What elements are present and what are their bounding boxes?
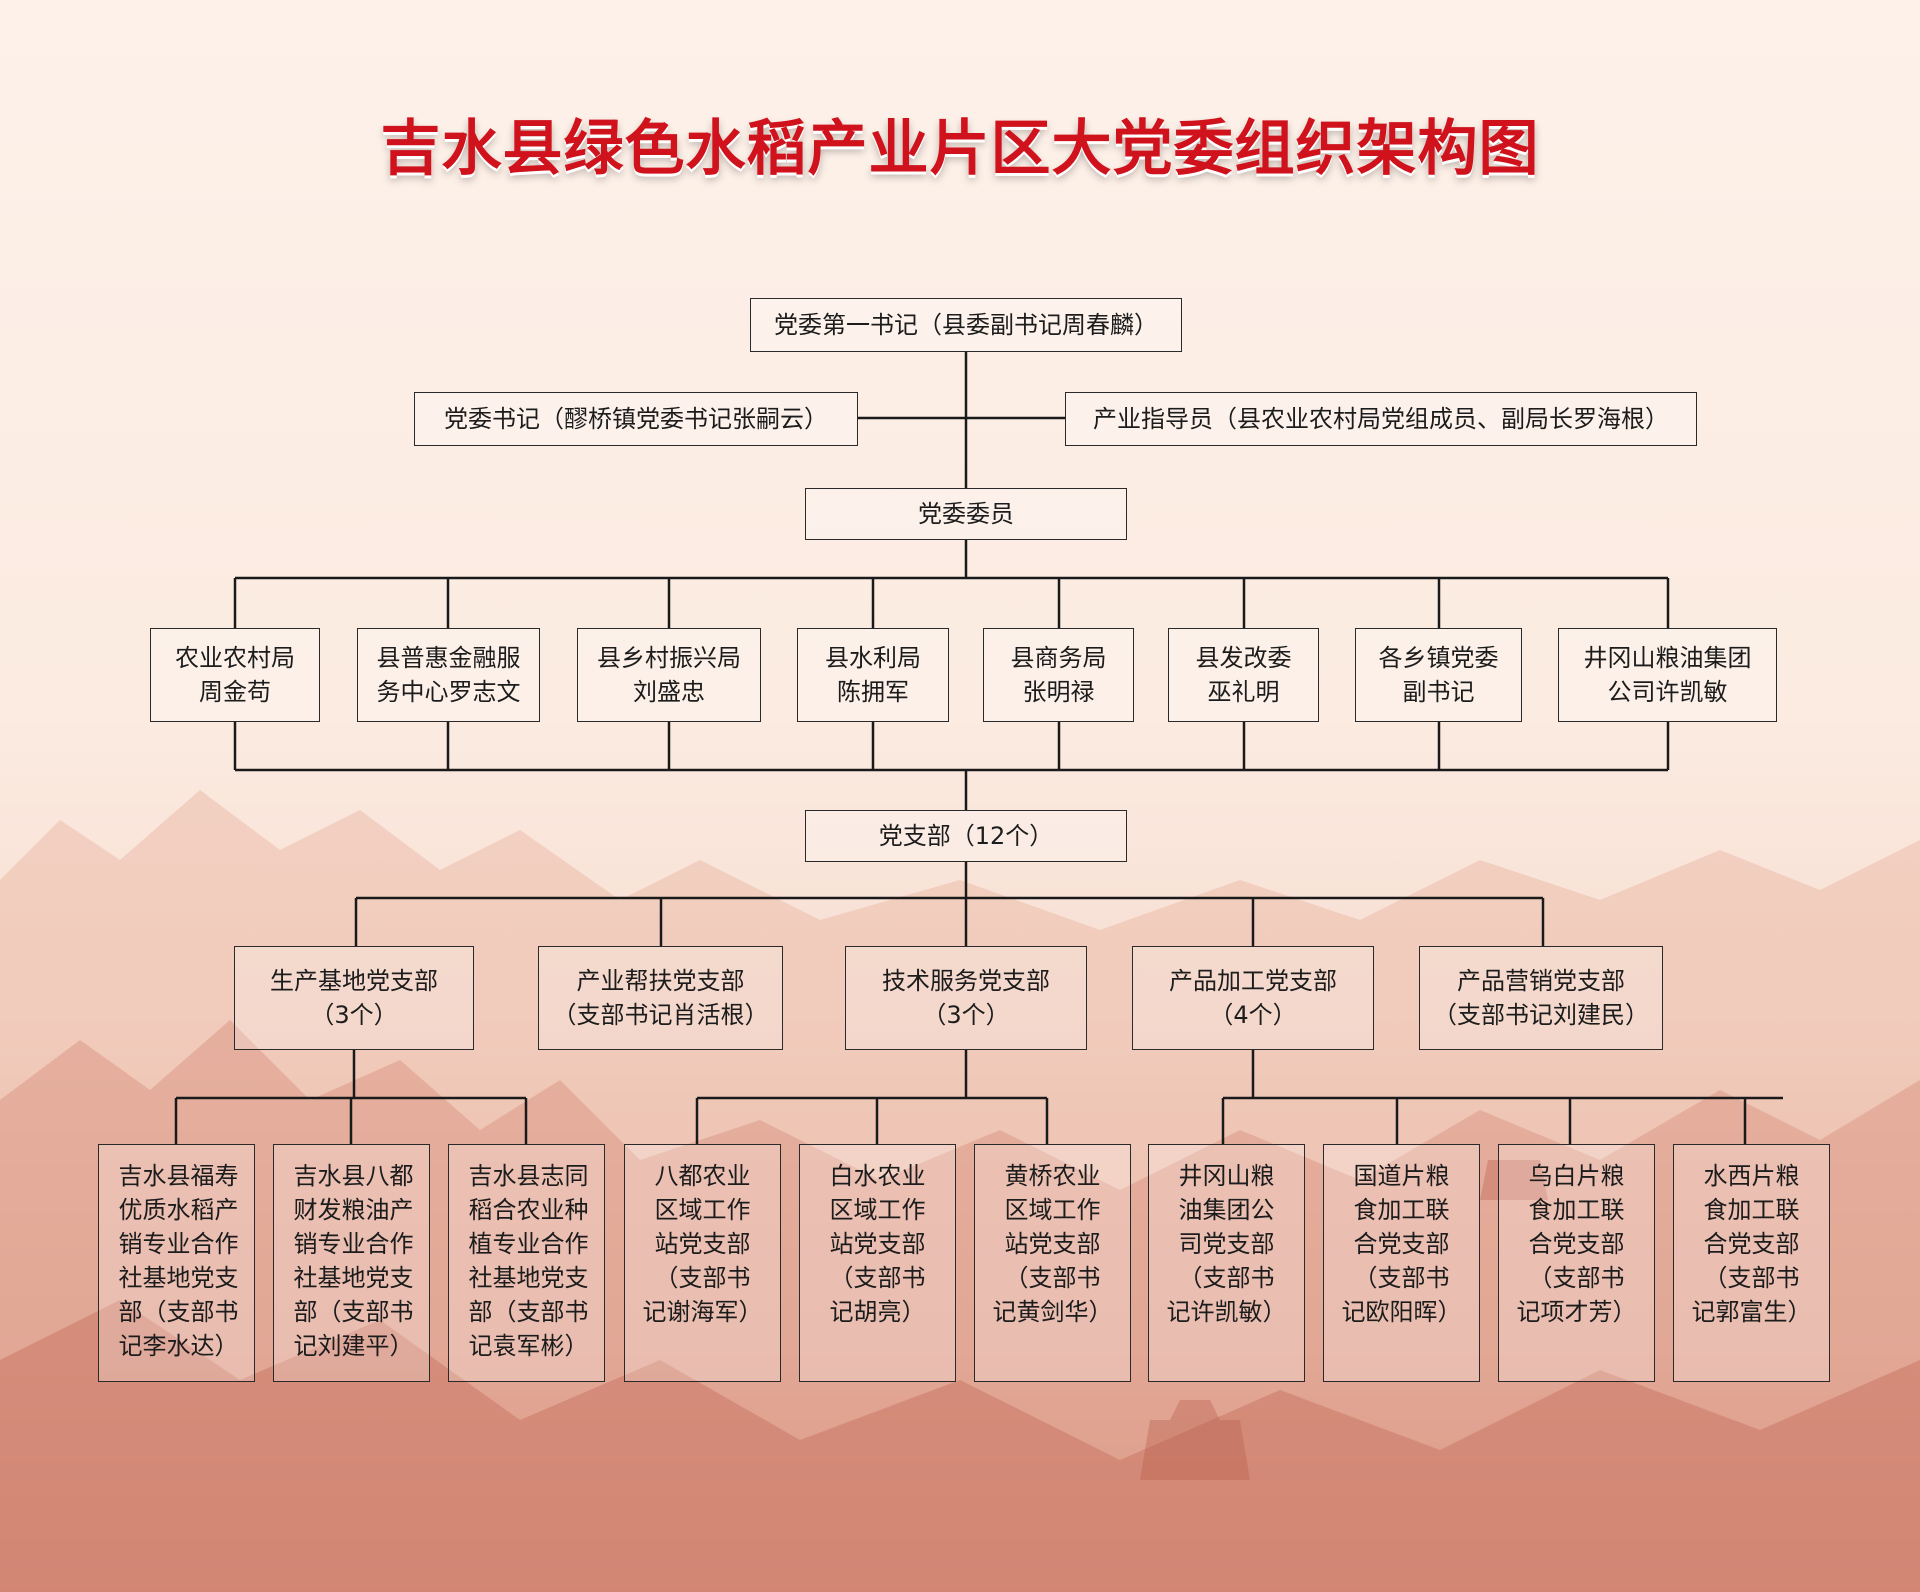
branch-box: 生产基地党支部 （3个） (234, 946, 474, 1050)
member-box: 县水利局 陈拥军 (797, 628, 949, 722)
branch-box: 技术服务党支部 （3个） (845, 946, 1087, 1050)
sub-branch-box: 乌白片粮 食加工联 合党支部 （支部书 记项才芳） (1498, 1144, 1655, 1382)
member-box: 农业农村局 周金苟 (150, 628, 320, 722)
advisor-box: 产业指导员（县农业农村局党组成员、副局长罗海根） (1065, 392, 1697, 446)
sub-branch-box: 吉水县八都 财发粮油产 销专业合作 社基地党支 部（支部书 记刘建平） (273, 1144, 430, 1382)
sub-branch-box: 吉水县志同 稻合农业种 植专业合作 社基地党支 部（支部书 记袁军彬） (448, 1144, 605, 1382)
first-secretary-box: 党委第一书记（县委副书记周春麟） (750, 298, 1182, 352)
sub-branch-box: 国道片粮 食加工联 合党支部 （支部书 记欧阳晖） (1323, 1144, 1480, 1382)
member-box: 县发改委 巫礼明 (1168, 628, 1319, 722)
page-title: 吉水县绿色水稻产业片区大党委组织架构图 (380, 114, 1540, 184)
member-box: 各乡镇党委 副书记 (1355, 628, 1522, 722)
sub-branch-box: 白水农业 区域工作 站党支部 （支部书 记胡亮） (799, 1144, 956, 1382)
member-box: 井冈山粮油集团 公司许凯敏 (1558, 628, 1777, 722)
committee-box: 党委委员 (805, 488, 1127, 540)
member-box: 县普惠金融服 务中心罗志文 (357, 628, 540, 722)
branch-box: 产品营销党支部 （支部书记刘建民） (1419, 946, 1663, 1050)
branch-box: 产业帮扶党支部 （支部书记肖活根） (538, 946, 783, 1050)
sub-branch-box: 八都农业 区域工作 站党支部 （支部书 记谢海军） (624, 1144, 781, 1382)
sub-branch-box: 井冈山粮 油集团公 司党支部 （支部书 记许凯敏） (1148, 1144, 1305, 1382)
sub-branch-box: 水西片粮 食加工联 合党支部 （支部书 记郭富生） (1673, 1144, 1830, 1382)
sub-branch-box: 黄桥农业 区域工作 站党支部 （支部书 记黄剑华） (974, 1144, 1131, 1382)
member-box: 县乡村振兴局 刘盛忠 (577, 628, 761, 722)
secretary-box: 党委书记（醪桥镇党委书记张嗣云） (414, 392, 858, 446)
branches-header-box: 党支部（12个） (805, 810, 1127, 862)
sub-branch-box: 吉水县福寿 优质水稻产 销专业合作 社基地党支 部（支部书 记李水达） (98, 1144, 255, 1382)
member-box: 县商务局 张明禄 (983, 628, 1134, 722)
branch-box: 产品加工党支部 （4个） (1132, 946, 1374, 1050)
